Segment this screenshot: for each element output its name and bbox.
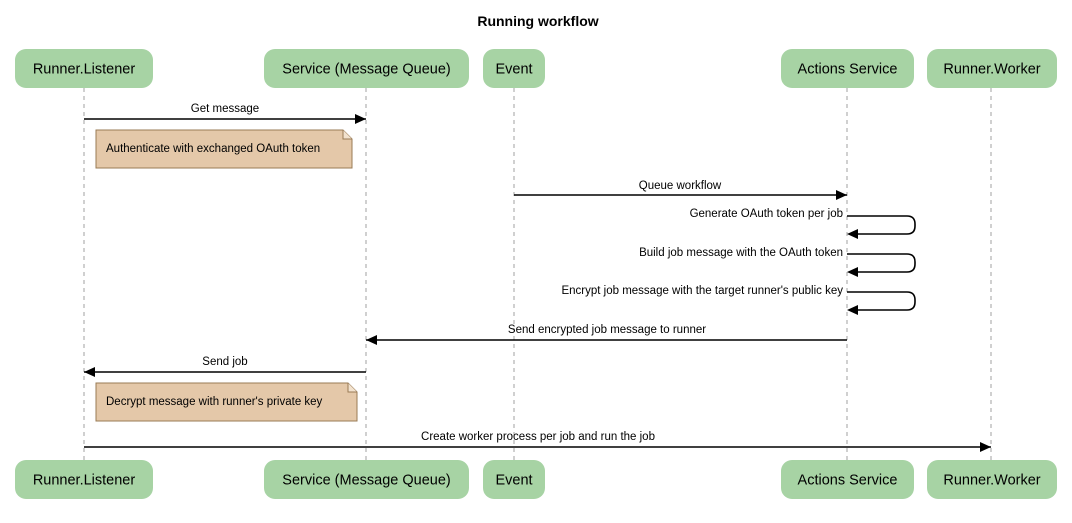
msg-send-job[interactable]: Send job xyxy=(84,356,366,377)
participant-label: Runner.Listener xyxy=(33,472,136,488)
participant-event-footer[interactable]: Event xyxy=(483,460,545,499)
message-label: Send job xyxy=(202,356,247,368)
msg-build-job-message[interactable]: Build job message with the OAuth token xyxy=(639,247,916,277)
arrow-head-icon xyxy=(366,335,377,345)
message-label: Send encrypted job message to runner xyxy=(508,324,706,336)
msg-get-message[interactable]: Get message xyxy=(84,103,366,124)
message-label: Generate OAuth token per job xyxy=(690,208,843,220)
participant-label: Actions Service xyxy=(798,472,898,488)
notes-group: Authenticate with exchanged OAuth tokenD… xyxy=(95,129,358,422)
participant-label: Runner.Worker xyxy=(943,472,1040,488)
msg-encrypt-job-message[interactable]: Encrypt job message with the target runn… xyxy=(561,285,916,315)
arrow-head-icon xyxy=(847,267,858,277)
note-body xyxy=(95,382,358,422)
participant-actions-service-footer[interactable]: Actions Service xyxy=(781,460,914,499)
note-text: Authenticate with exchanged OAuth token xyxy=(106,143,320,155)
message-label: Create worker process per job and run th… xyxy=(421,431,655,443)
participant-event-header[interactable]: Event xyxy=(483,49,545,88)
participant-label: Event xyxy=(495,61,532,77)
participant-box xyxy=(927,460,1057,499)
note-authenticate: Authenticate with exchanged OAuth token xyxy=(95,129,353,169)
participant-box xyxy=(15,460,153,499)
self-loop-line xyxy=(847,291,916,311)
participant-runner-listener-footer[interactable]: Runner.Listener xyxy=(15,460,153,499)
participant-runner-listener-header[interactable]: Runner.Listener xyxy=(15,49,153,88)
participant-box xyxy=(483,460,545,499)
participant-label: Service (Message Queue) xyxy=(282,472,450,488)
msg-generate-oauth-token[interactable]: Generate OAuth token per job xyxy=(690,208,916,239)
participant-box xyxy=(15,49,153,88)
participant-box xyxy=(264,460,469,499)
message-label: Queue workflow xyxy=(639,180,722,192)
participant-service-queue-header[interactable]: Service (Message Queue) xyxy=(264,49,469,88)
note-decrypt: Decrypt message with runner's private ke… xyxy=(95,382,358,422)
participant-runner-worker-footer[interactable]: Runner.Worker xyxy=(927,460,1057,499)
participant-service-queue-footer[interactable]: Service (Message Queue) xyxy=(264,460,469,499)
self-loop-line xyxy=(847,253,916,273)
arrow-head-icon xyxy=(836,190,847,200)
participant-box xyxy=(927,49,1057,88)
message-label: Encrypt job message with the target runn… xyxy=(561,285,843,297)
participant-runner-worker-header[interactable]: Runner.Worker xyxy=(927,49,1057,88)
page-title: Running workflow xyxy=(477,13,598,29)
participant-box xyxy=(781,460,914,499)
note-fold-corner-icon xyxy=(342,130,352,140)
msg-queue-workflow[interactable]: Queue workflow xyxy=(514,180,847,200)
message-label: Get message xyxy=(191,103,259,115)
note-body xyxy=(95,129,353,169)
participant-actions-service-header[interactable]: Actions Service xyxy=(781,49,914,88)
arrow-head-icon xyxy=(980,442,991,452)
header-participants-group: Runner.Listener Service (Message Queue) Ev… xyxy=(15,49,1057,88)
arrow-head-icon xyxy=(355,114,366,124)
participant-label: Event xyxy=(495,472,532,488)
participant-box xyxy=(483,49,545,88)
note-text: Decrypt message with runner's private ke… xyxy=(106,396,323,408)
participant-label: Service (Message Queue) xyxy=(282,61,450,77)
message-label: Build job message with the OAuth token xyxy=(639,247,843,259)
arrow-head-icon xyxy=(84,367,95,377)
msg-create-worker-process[interactable]: Create worker process per job and run th… xyxy=(84,431,991,452)
participant-label: Runner.Worker xyxy=(943,61,1040,77)
arrow-head-icon xyxy=(847,305,858,315)
lifelines-group xyxy=(83,88,992,460)
msg-send-encrypted-job-message[interactable]: Send encrypted job message to runner xyxy=(366,324,847,345)
participant-box xyxy=(264,49,469,88)
note-fold-corner-icon xyxy=(347,383,357,393)
participant-box xyxy=(781,49,914,88)
self-loop-line xyxy=(847,215,916,235)
footer-participants-group: Runner.Listener Service (Message Queue) Ev… xyxy=(15,460,1057,499)
arrow-head-icon xyxy=(847,229,858,239)
participant-label: Runner.Listener xyxy=(33,61,136,77)
participant-label: Actions Service xyxy=(798,61,898,77)
